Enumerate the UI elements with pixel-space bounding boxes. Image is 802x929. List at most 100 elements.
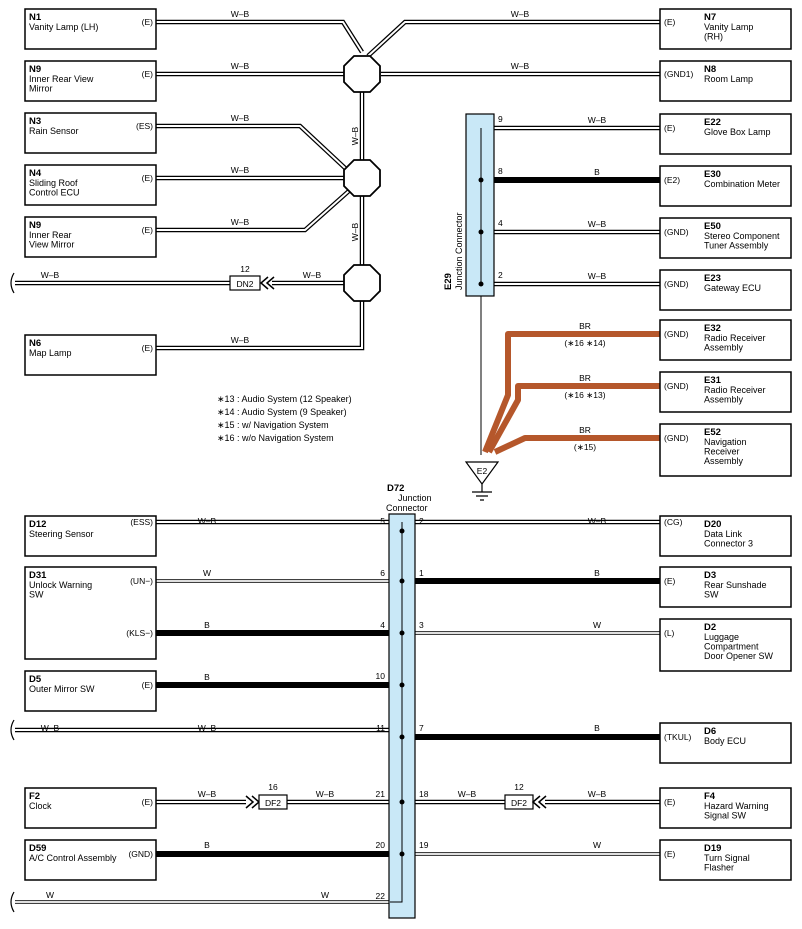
component-pin: (GND) (664, 279, 689, 289)
w-wires (15, 579, 660, 904)
component-name: Flasher (704, 863, 734, 873)
component-box (24, 8, 157, 50)
component-code: N9 (29, 64, 41, 75)
component-pin: (GND) (128, 849, 153, 859)
component-pin: (E2) (664, 175, 680, 185)
wl-22-mid: W (321, 890, 329, 900)
component-name: Door Opener SW (704, 651, 774, 661)
connector-df2-left: DF2 16 (245, 782, 288, 810)
wl-n8: W–B (511, 61, 530, 71)
component-code: D2 (704, 622, 716, 633)
wire-e31-br (486, 383, 660, 454)
wire-e32-br (482, 331, 660, 454)
df2-right-label: DF2 (511, 798, 527, 808)
connector-dn2: DN2 12 (229, 264, 275, 291)
wl-n1: W–B (231, 9, 250, 19)
wire-wb-core (156, 21, 363, 53)
component-name: Inner Rear (29, 230, 72, 240)
component-name: Vanity Lamp (704, 22, 753, 32)
component-pin: (GND) (664, 381, 689, 391)
df2-left-pin: 16 (268, 782, 278, 792)
splice-points (343, 55, 381, 302)
component-code: D12 (29, 519, 46, 530)
wire-e52-br (493, 435, 660, 455)
dn2-label: DN2 (236, 279, 253, 289)
component-box (659, 515, 792, 557)
legend-16: ∗16 : w/o Navigation System (217, 433, 334, 443)
legend-13: ∗13 : Audio System (12 Speaker) (217, 394, 352, 404)
wire-wb (366, 19, 660, 58)
component-code: N7 (704, 12, 716, 23)
component-pin: (CG) (664, 517, 683, 527)
wl-e22: W–B (588, 115, 607, 125)
component-box (24, 670, 157, 712)
ground-e2: E2 (464, 461, 500, 501)
component-name: Control ECU (29, 188, 80, 198)
splice-1 (343, 55, 381, 93)
d72-pin-20: 20 (376, 840, 386, 850)
e29-pin-9: 9 (498, 114, 503, 124)
wl-n6: W–B (231, 335, 250, 345)
component-name: Glove Box Lamp (704, 127, 771, 137)
e29-pin-8: 8 (498, 166, 503, 176)
wl-vert-2: W–B (350, 222, 360, 241)
d72-pin-2: 2 (419, 516, 424, 526)
wl-dn2-left: W–B (41, 270, 60, 280)
component-name: Outer Mirror SW (29, 684, 95, 694)
component-pin: (E) (142, 17, 154, 27)
wl-d2: W (593, 620, 601, 630)
component-code: D6 (704, 726, 716, 737)
component-pin: (E) (664, 123, 676, 133)
component-box (24, 515, 157, 557)
component-name: Tuner Assembly (704, 241, 769, 251)
wl-f4-a: W–B (458, 789, 477, 799)
e29-name: Junction Connector (454, 212, 464, 290)
d72-pin-3: 3 (419, 620, 424, 630)
component-code: D31 (29, 570, 47, 581)
component-code: E50 (704, 221, 721, 232)
wl-d31-kls: B (204, 620, 210, 630)
component-pin: (E) (142, 225, 154, 235)
splice-2 (343, 159, 381, 197)
component-name: Inner Rear View (29, 74, 94, 84)
d72-pin-11: 11 (376, 723, 385, 733)
d72-pin-6: 6 (380, 568, 385, 578)
component-box (24, 839, 157, 881)
d72-pin-1: 1 (419, 568, 424, 578)
component-name: Rear Sunshade (704, 580, 767, 590)
component-box (659, 371, 792, 413)
component-pin: (GND) (664, 433, 689, 443)
component-code: D5 (29, 674, 42, 685)
component-box (659, 113, 792, 155)
component-pin: (GND) (664, 227, 689, 237)
wl-n3: W–B (231, 113, 250, 123)
component-code: E52 (704, 427, 721, 438)
component-pin: (ESS) (130, 517, 153, 527)
component-name: Radio Receiver (704, 333, 766, 343)
e29-pin-2: 2 (498, 270, 503, 280)
dn2-pin: 12 (240, 264, 250, 274)
e29-junction-connector: 9 8 4 2 E29 Junction Connector (443, 113, 503, 297)
component-code: F2 (29, 791, 40, 802)
wire-wb-core (156, 189, 351, 231)
component-box (659, 60, 792, 102)
break-symbols (10, 272, 15, 913)
component-box (659, 165, 792, 207)
wire-wb-core (367, 21, 660, 57)
wl-d6: B (594, 723, 600, 733)
